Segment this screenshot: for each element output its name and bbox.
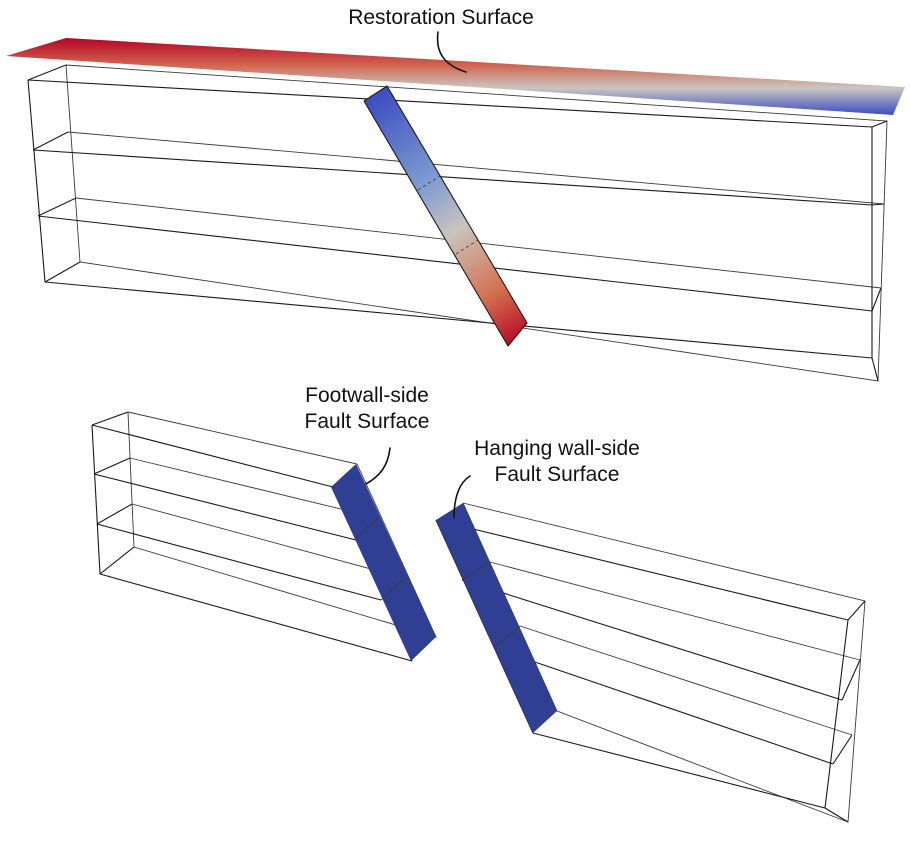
- front-layer-line-1: [32, 149, 873, 206]
- footwall-label-line-2: Fault Surface: [304, 410, 430, 433]
- hanging-edge-2: [824, 807, 849, 823]
- model-edge-top-left: [27, 64, 67, 81]
- fault-surface: [364, 86, 527, 346]
- hanging-back-layer-2: [519, 625, 853, 736]
- footwall-fault-surface: [331, 464, 436, 661]
- hanging-fault-seam-1: [461, 561, 491, 581]
- model-edge-bottom-left: [44, 261, 81, 283]
- model-edge-layer2-right: [871, 287, 882, 312]
- restoration-surface-label: Restoration Surface: [348, 6, 534, 29]
- hanging-fault-surface: [436, 503, 557, 733]
- hanging-wall-fault-label: Hanging wall-side Fault Surface: [450, 436, 664, 488]
- back-layer-line-1: [67, 131, 885, 205]
- hanging-wall-block: [435, 502, 866, 823]
- footwall-fault-seam-1: [353, 517, 379, 541]
- fault-surface-outline: [363, 85, 528, 347]
- hanging-label-line-1: Hanging wall-side: [474, 437, 640, 460]
- footwall-back-layer-2: [131, 503, 405, 579]
- model-edge-layer1-left: [32, 131, 69, 151]
- model-back-face: [65, 64, 888, 382]
- footwall-edge-4: [96, 503, 133, 525]
- model-edge-bottom-right: [871, 357, 879, 382]
- footwall-label-line-1: Footwall-side: [305, 384, 429, 407]
- footwall-front-layer-2: [96, 523, 382, 601]
- hanging-front-layer-2: [493, 647, 834, 765]
- footwall-edge-2: [99, 546, 135, 575]
- hanging-leader-line: [453, 475, 471, 519]
- fault-dashed-line-2: [455, 239, 479, 255]
- hanging-front-face: [435, 519, 849, 809]
- hanging-edge-1: [847, 600, 866, 621]
- model-edge-layer2-left: [37, 197, 77, 217]
- hanging-label-line-2: Fault Surface: [494, 463, 620, 486]
- restoration-surface: [6, 38, 905, 115]
- restoration-leader-line: [436, 31, 467, 73]
- hanging-front-layer-1: [461, 579, 843, 701]
- footwall-fault-seam-2: [380, 577, 405, 601]
- hanging-back-layer-1: [489, 561, 861, 661]
- footwall-edge-1: [91, 411, 129, 426]
- full-model: [6, 38, 905, 382]
- fault-dashed-line-1: [417, 175, 441, 191]
- footwall-edge-3: [93, 457, 131, 475]
- hanging-fault-seam-2: [493, 625, 521, 649]
- model-edge-top-right: [871, 120, 888, 128]
- footwall-fault-label: Footwall-side Fault Surface: [282, 383, 452, 435]
- footwall-block: [91, 411, 437, 662]
- model-edge-layer1-right: [871, 203, 885, 206]
- front-layer-line-2: [37, 215, 873, 312]
- hanging-edge-4: [832, 734, 853, 765]
- footwall-front-layer-1: [93, 473, 357, 541]
- footwall-back-layer-1: [129, 457, 379, 519]
- footwall-leader-line: [365, 447, 391, 485]
- hanging-edge-3: [841, 659, 861, 701]
